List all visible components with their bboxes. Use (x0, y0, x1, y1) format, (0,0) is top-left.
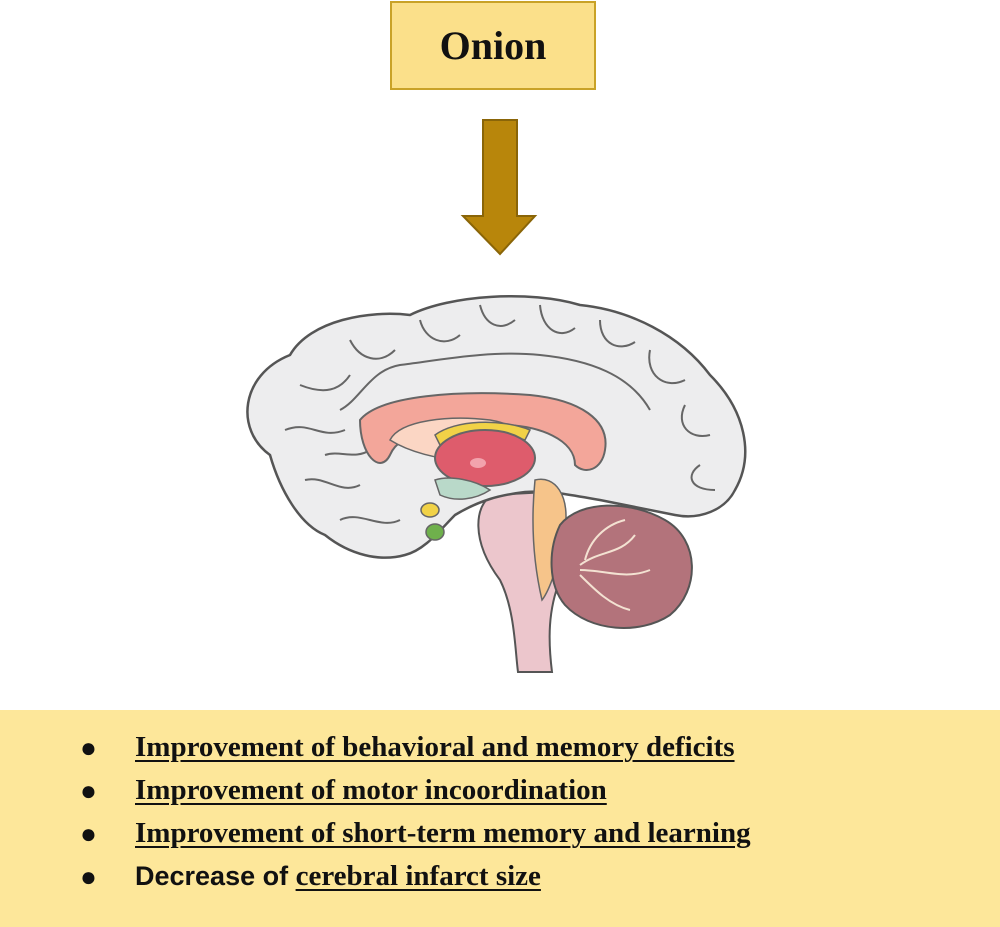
pituitary-yellow (420, 502, 440, 518)
effect-text: Improvement of behavioral and memory def… (135, 731, 735, 763)
effect-text: Improvement of motor incoordination (135, 774, 607, 806)
cerebellum (550, 504, 693, 629)
corpus-callosum (358, 392, 607, 471)
thalamus (434, 429, 536, 487)
list-item: ● Decrease of cerebral infarct size (80, 855, 751, 898)
effect-text: cerebral infarct size (295, 860, 541, 892)
bullet-icon: ● (80, 775, 97, 806)
effects-panel: ● Improvement of behavioral and memory d… (0, 710, 1000, 927)
effect-prefix: Decrease of (135, 861, 296, 891)
down-arrow-icon (460, 119, 538, 256)
list-item: ● Improvement of motor incoordination (80, 769, 751, 812)
onion-title-box: Onion (390, 1, 596, 90)
list-item: ● Improvement of short-term memory and l… (80, 812, 751, 855)
title-label: Onion (439, 23, 547, 68)
effects-list: ● Improvement of behavioral and memory d… (80, 726, 751, 898)
brain-illustration (246, 295, 747, 673)
bullet-icon: ● (80, 861, 97, 892)
list-item: ● Improvement of behavioral and memory d… (80, 726, 751, 769)
bullet-icon: ● (80, 732, 97, 763)
pituitary-green (425, 523, 445, 541)
bullet-icon: ● (80, 818, 97, 849)
effect-text: Improvement of short-term memory and lea… (135, 817, 751, 849)
